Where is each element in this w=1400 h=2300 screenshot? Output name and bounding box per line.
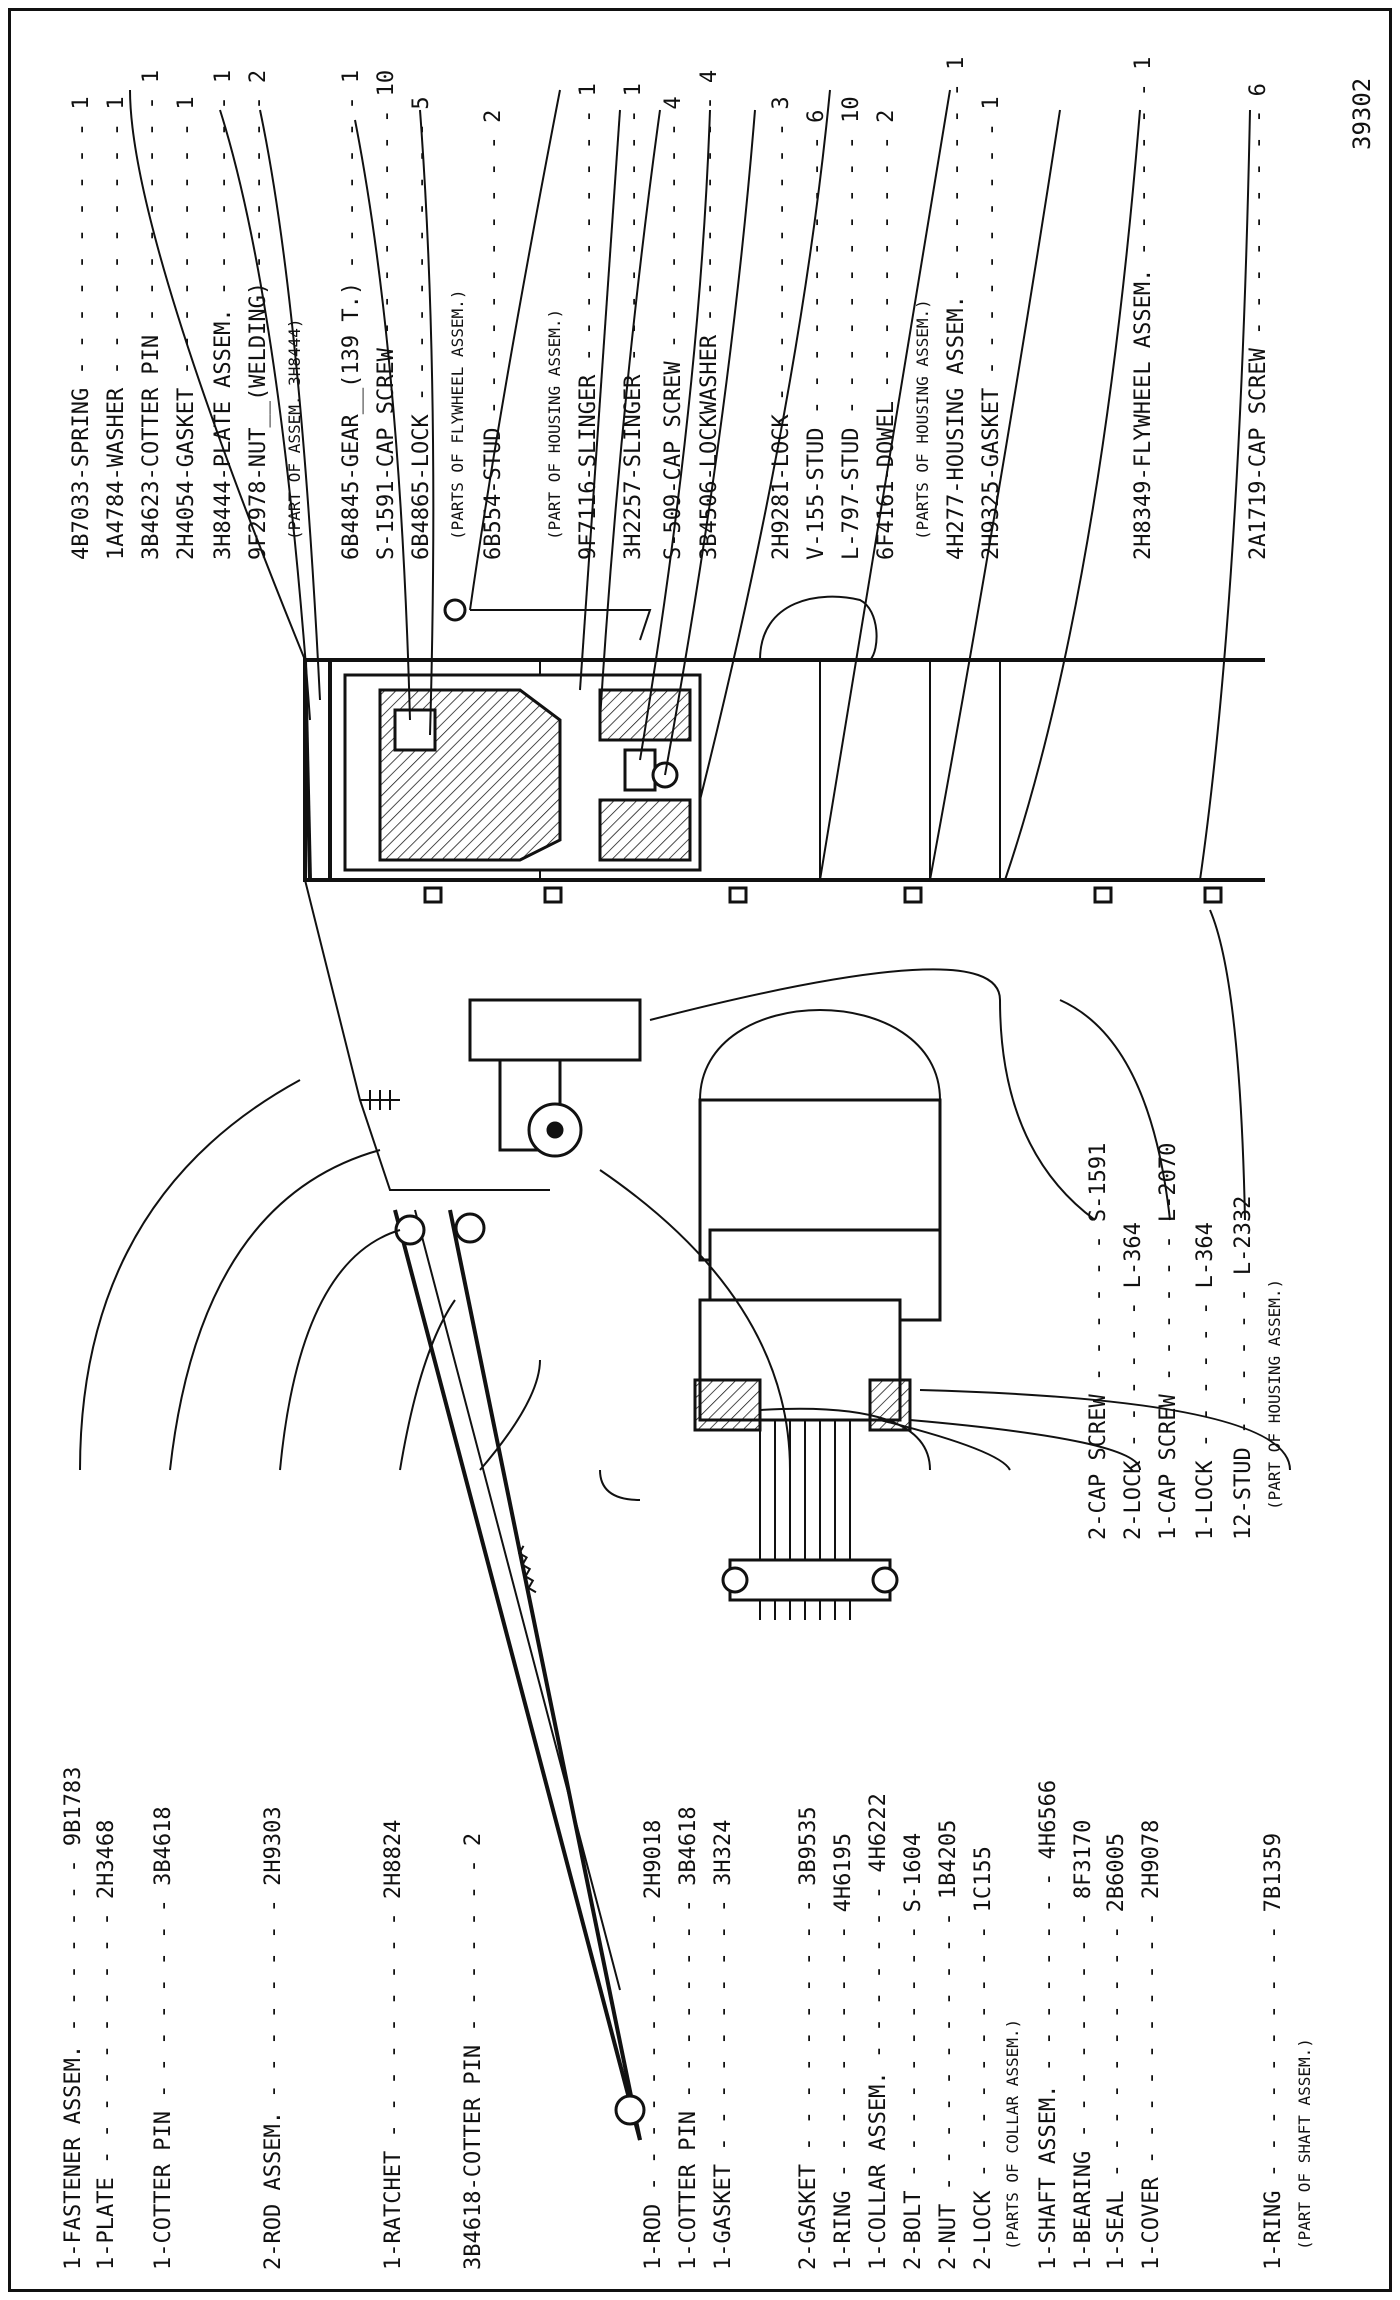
callout-middle-4: 12-STUD - - - - - - L-2332 <box>1231 1196 1256 1540</box>
callout-left-16: 1-BEARING - - - - - - - - - 8F3170 <box>1071 1820 1096 2270</box>
callout-left-13: 2-NUT - - - - - - - - - - - 1B4205 <box>936 1820 961 2270</box>
cover-plate <box>303 658 332 882</box>
flywheel-bolt-head <box>393 708 437 752</box>
callout-right-0-2: 3B4623-COTTER PIN - - - - - - - - - 1 <box>139 70 164 560</box>
callout-left-5: 3B4618-COTTER PIN - - - - - - - 2 <box>461 1833 486 2270</box>
callout-right-3-0: 9F2978-NUT__(WELDING) - - - - - - - 2 <box>246 70 271 560</box>
figure-number: 39302 <box>1348 78 1376 150</box>
callout-left-2: 1-COTTER PIN - - - - - - - - 3B4618 <box>151 1806 176 2270</box>
collar-bolt-right <box>871 1566 899 1594</box>
callout-left-10: 1-RING - - - - - - - - - - 4H6195 <box>831 1833 856 2270</box>
callout-left-11: 1-COLLAR ASSEM. - - - - - - - 4H6222 <box>866 1793 891 2270</box>
callout-middle-note-4: (PART OF HOUSING ASSEM.) <box>1265 1279 1284 1510</box>
bracket-body <box>468 998 642 1062</box>
collar-assem <box>728 1558 892 1602</box>
cap-screw <box>470 609 652 641</box>
callout-right-4-1: S-1591-CAP SCREW - - - - - - - - - 10 <box>374 70 399 560</box>
callout-left-19: 1-RING - - - - - - - - - - 7B1359 <box>1261 1833 1286 2270</box>
callout-left-3: 2-ROD ASSEM. - - - - - - - - 2H9303 <box>261 1806 286 2270</box>
callouts-right: 4B7033-SPRING - - - - - - - - - - 1 1A478… <box>69 57 1271 560</box>
callout-right-12-0: 4H277-HOUSING ASSEM. - - - - - - - - 1 <box>944 57 969 560</box>
callout-right-9-0: 2H8349-FLYWHEEL ASSEM. - - - - - - - 1 <box>1131 57 1156 560</box>
callout-right-0-1: 1A4784-WASHER - - - - - - - - - - 1 <box>104 96 129 560</box>
ratchet-teeth <box>517 1545 537 1594</box>
callout-right-1-0: 2H4054-GASKET - - - - - - - - - - 1 <box>174 96 199 560</box>
flange-studs <box>423 886 1223 904</box>
callouts-left: 1-FASTENER ASSEM. - - - - - - - 9B1783 1-… <box>61 1767 1314 2270</box>
spring-fastener <box>360 1090 400 1110</box>
callout-left-17: 1-SEAL - - - - - - - - - - 2B6005 <box>1104 1833 1129 2270</box>
callout-left-4: 1-RATCHET - - - - - - - - - 2H8824 <box>381 1820 406 2270</box>
callout-right-note-11: (PARTS OF HOUSING ASSEM.) <box>913 299 932 540</box>
callout-right-11-2: 6F4161-DOWEL - - - - - - - - - - 2 <box>874 110 899 560</box>
callout-left-9: 2-GASKET - - - - - - - - - - 3B9535 <box>796 1806 821 2270</box>
leader-lines <box>79 89 1291 1501</box>
callout-right-8-0: S-509-CAP SCREW - - - - - - - - - 4 <box>661 96 686 560</box>
bearing-section-left <box>693 1378 762 1432</box>
callout-left-14: 2-LOCK - - - - - - - - - - 1C155 <box>971 1846 996 2270</box>
rod-eye <box>614 2094 646 2126</box>
callout-left-1: 1-PLATE - - - - - - - - - - 2H3468 <box>94 1820 119 2270</box>
rod <box>448 1209 642 2141</box>
rod-pivot-top <box>394 1214 426 1246</box>
ratchet-rod <box>414 1209 621 1991</box>
callouts-middle: 2-CAP SCREW - - - - - - S-1591 2-LOCK - -… <box>1086 1143 1284 1540</box>
rod-pivot-top-2 <box>454 1212 486 1244</box>
callout-left-12: 2-BOLT - - - - - - - - - - S-1604 <box>901 1833 926 2270</box>
callout-right-5-0: 6B554-STUD - - - - - - - - - - - 2 <box>481 110 506 560</box>
callout-right-10-1: 2H9281-LOCK - - - - - - - - - - - 3 <box>769 96 794 560</box>
collar-bolt-left <box>721 1566 749 1594</box>
callout-right-4-0: 6B4845-GEAR__(139 T.) - - - - - - - 1 <box>339 70 364 560</box>
callout-middle-0: 2-CAP SCREW - - - - - - S-1591 <box>1086 1143 1111 1540</box>
callout-left-15: 1-SHAFT ASSEM. - - - - - - - - 4H6566 <box>1036 1780 1061 2270</box>
gear-ring-section-lower <box>598 798 692 862</box>
callout-left-0: 1-FASTENER ASSEM. - - - - - - - 9B1783 <box>61 1767 86 2270</box>
housing-boss <box>759 595 878 661</box>
callout-middle-1: 2-LOCK - - - - - - L-364 <box>1121 1222 1146 1540</box>
callout-left-18: 1-COVER - - - - - - - - - - 2H9078 <box>1139 1820 1164 2270</box>
plate-assem <box>303 659 312 881</box>
callout-right-10-0: 2A1719-CAP SCREW - - - - - - - - - 6 <box>1246 83 1271 560</box>
callout-left-note-14: (PARTS OF COLLAR ASSEM.) <box>1003 2019 1022 2250</box>
callout-right-2-0: 3H8444-PLATE ASSEM. - - - - - - - - 1 <box>211 70 236 560</box>
gear-ring-section <box>598 688 692 742</box>
callout-left-6: 1-ROD - - - - - - - - - - - 2H9018 <box>641 1820 666 2270</box>
callout-right-note-4: (PARTS OF FLYWHEEL ASSEM.) <box>448 290 467 540</box>
callout-right-4-2: 6B4865-LOCK - - - - - - - - - - - 5 <box>409 96 434 560</box>
callout-right-0-0: 4B7033-SPRING - - - - - - - - - - 1 <box>69 96 94 560</box>
callout-right-note-5: (PART OF HOUSING ASSEM.) <box>545 309 564 540</box>
callout-left-8: 1-GASKET - - - - - - - - - - 3H324 <box>711 1820 736 2270</box>
pulley-rim <box>699 1009 941 1101</box>
callout-left-note-19: (PART OF SHAFT ASSEM.) <box>1295 2038 1314 2250</box>
callout-right-11-0: V-155-STUD - - - - - - - - - - - 6 <box>804 110 829 560</box>
pivot-pin <box>546 1121 564 1139</box>
assembly-drawing <box>303 595 1265 2141</box>
callout-right-11-1: L-797-STUD - - - - - - - - - - - 10 <box>839 96 864 560</box>
figure-frame <box>8 8 1392 2292</box>
stud-top <box>443 598 467 622</box>
callout-right-7-0: 3H2257-SLINGER - - - - - - - - - - 1 <box>621 83 646 560</box>
callout-right-8-1: 3B4506-LOCKWASHER - - - - - - - - - 4 <box>697 70 722 560</box>
plate <box>304 879 550 1191</box>
callout-left-7: 1-COTTER PIN - - - - - - - - 3B4618 <box>676 1806 701 2270</box>
rod-assem <box>393 1209 642 2141</box>
callout-right-13-0: 2H9325-GASKET - - - - - - - - - - 1 <box>979 96 1004 560</box>
callout-middle-3: 1-LOCK - - - - - - L-364 <box>1193 1222 1218 1540</box>
callout-middle-2: 1-CAP SCREW - - - - - - L-2070 <box>1156 1143 1181 1540</box>
callout-right-6-0: 9F7116-SLINGER - - - - - - - - - - 1 <box>576 83 601 560</box>
callout-right-note-3: (PART OF ASSEM. 3H8444) <box>285 318 304 540</box>
